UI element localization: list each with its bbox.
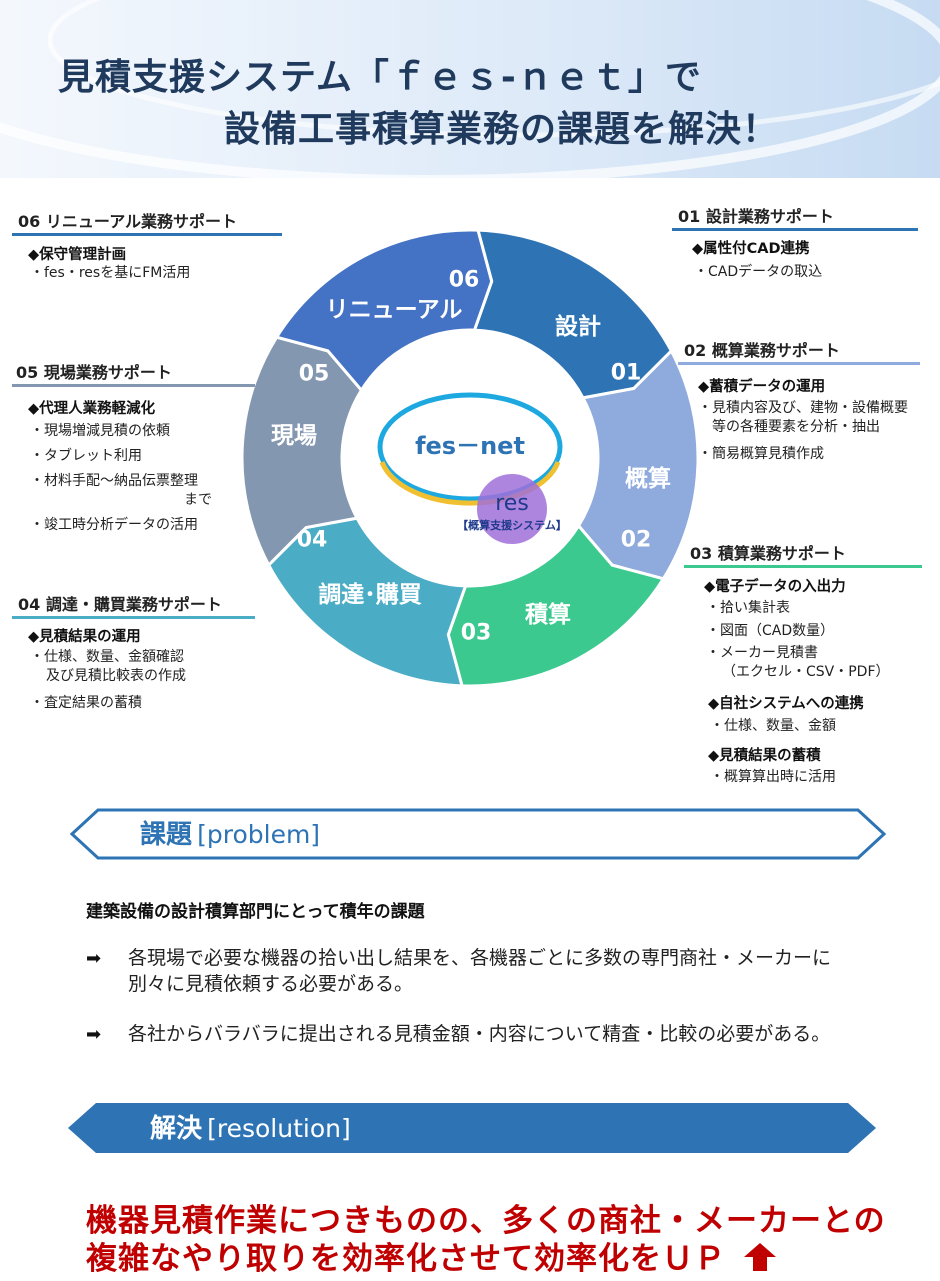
cycle-number-04: 04: [296, 527, 328, 553]
section-02-heading: ◆蓄積データの運用: [698, 379, 826, 395]
cycle-segment-06: [274, 228, 494, 393]
res-logo: res: [495, 491, 529, 516]
center-ellipse-gold: [379, 461, 561, 506]
section-04-title: 04 調達・購買業務サポート: [18, 595, 222, 614]
cycle-number-02: 02: [620, 527, 652, 553]
cycle-label-05: 現場: [271, 423, 317, 449]
section-04-item: ・仕様、数量、金額確認: [30, 649, 184, 665]
problem-lead: 建築設備の設計積算部門にとって積年の課題: [86, 902, 425, 922]
section-04-item: ・査定結果の蓄積: [30, 695, 142, 711]
resolution-label-jp: 解決: [150, 1114, 203, 1144]
cycle-label-01: 設計: [555, 314, 601, 340]
section-05-title: 05 現場業務サポート: [16, 363, 172, 382]
res-circle: [477, 474, 547, 544]
section-03-item: ・メーカー見積書: [706, 645, 818, 661]
section-02-item: ・見積内容及び、建物・設備概要: [698, 400, 908, 416]
problem-label-en: [problem]: [197, 820, 321, 849]
center-ellipse-blue: [377, 392, 563, 502]
cycle-label-03: 積算: [525, 602, 571, 628]
section-03-heading: ◆自社システムへの連携: [708, 696, 864, 712]
section-03-heading: ◆見積結果の蓄積: [708, 748, 821, 764]
section-05-item: ・タブレット利用: [30, 448, 142, 464]
section-05-item-cont: まで: [184, 492, 212, 508]
section-04-underline: [12, 616, 255, 619]
problem-point-1-line1: 各現場で必要な機器の拾い出し結果を、各機器ごとに多数の専門商社・メーカーに: [128, 947, 832, 969]
section-03-item: ・拾い集計表: [706, 600, 790, 616]
header-background: [0, 0, 940, 178]
section-05-heading: ◆代理人業務軽減化: [28, 401, 156, 417]
section-02-item: ・簡易概算見積作成: [698, 446, 824, 462]
section-02-title: 02 概算業務サポート: [684, 341, 840, 360]
section-03-item: ・概算算出時に活用: [710, 769, 836, 785]
section-01-heading: ◆属性付CAD連携: [692, 241, 810, 257]
problem-point-1: 各現場で必要な機器の拾い出し結果を、各機器ごとに多数の専門商社・メーカーに 別々…: [128, 945, 831, 997]
section-01-title: 01 設計業務サポート: [678, 207, 834, 226]
arrow-icon: ➡: [86, 948, 102, 969]
resolution-banner: [68, 1103, 876, 1153]
section-06-title: 06 リニューアル業務サポート: [18, 212, 238, 231]
page-title-line1: 見積支援システム「ｆｅｓ-ｎｅｔ」で: [58, 57, 702, 98]
section-05-underline: [12, 384, 255, 387]
res-caption: 【概算支援システム】: [457, 518, 567, 532]
section-06-underline: [12, 233, 282, 236]
problem-point-2: 各社からバラバラに提出される見積金額・内容について精査・比較の必要がある。: [128, 1023, 831, 1045]
section-04-heading: ◆見積結果の運用: [28, 629, 141, 645]
problem-point-1-line2: 別々に見積依頼する必要がある。: [128, 973, 414, 995]
section-02-underline: [678, 362, 920, 365]
cycle-diagram: fes－net res 【概算支援システム】: [240, 228, 700, 688]
up-arrow-icon: [742, 1241, 778, 1281]
cycle-number-06: 06: [448, 267, 480, 293]
problem-label: 課題 [problem]: [140, 814, 320, 851]
section-03-heading: ◆電子データの入出力: [704, 579, 846, 595]
resolution-line2: 複雑なやり取りを効率化させて効率化をＵＰ: [86, 1233, 778, 1281]
section-05-item: ・材料手配～納品伝票整理: [30, 473, 198, 489]
page-title-line2: 設備工事積算業務の課題を解決！: [224, 109, 780, 150]
section-03-underline: [684, 565, 922, 568]
cycle-number-05: 05: [298, 361, 330, 387]
problem-banner: [70, 808, 886, 860]
section-05-item: ・竣工時分析データの活用: [30, 517, 198, 533]
section-06-item: ・fes・resを基にFM活用: [30, 265, 191, 281]
center-logo: fes－net: [415, 432, 525, 460]
section-03-item: ・仕様、数量、金額: [710, 718, 836, 734]
cycle-number-01: 01: [610, 360, 642, 386]
resolution-line1: 機器見積作業につきものの、多くの商社・メーカーとの: [86, 1203, 886, 1239]
section-03-title: 03 積算業務サポート: [690, 544, 846, 563]
cycle-label-04: 調達･購買: [318, 582, 422, 608]
resolution-label: 解決 [resolution]: [150, 1108, 351, 1145]
section-01-underline: [672, 228, 918, 231]
header: 見積支援システム「ｆｅｓ-ｎｅｔ」で 設備工事積算業務の課題を解決！: [0, 0, 940, 178]
section-06-heading: ◆保守管理計画: [28, 247, 127, 263]
section-05-item: ・現場増減見積の依頼: [30, 423, 170, 439]
section-04-item-cont: 及び見積比較表の作成: [46, 668, 186, 684]
section-02-item-cont: 等の各種要素を分析・抽出: [712, 419, 880, 435]
section-03-item: ・図面（CAD数量）: [706, 623, 835, 639]
resolution-label-en: [resolution]: [207, 1114, 351, 1143]
resolution-line2-text: 複雑なやり取りを効率化させて効率化をＵＰ: [86, 1241, 726, 1277]
problem-label-jp: 課題: [140, 820, 193, 850]
cycle-number-03: 03: [460, 620, 492, 646]
cycle-label-06: リニューアル: [325, 297, 463, 323]
cycle-label-02: 概算: [625, 466, 671, 492]
section-01-item: ・CADデータの取込: [694, 264, 823, 280]
arrow-icon: ➡: [86, 1024, 102, 1045]
section-03-item-cont: （エクセル・CSV・PDF）: [722, 664, 890, 680]
